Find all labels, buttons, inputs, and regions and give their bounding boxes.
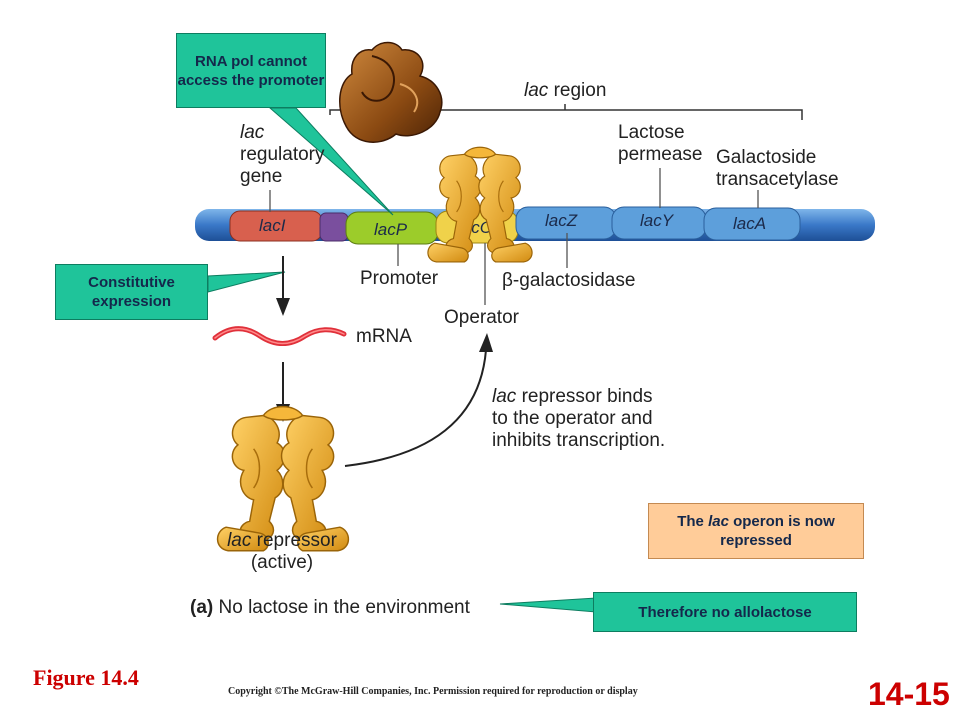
operator-label: Operator	[444, 307, 519, 328]
allolactose-pointer	[499, 597, 597, 613]
gene-label-lacz: lacZ	[545, 211, 578, 230]
bound-repressor	[427, 146, 533, 263]
active-repressor-label: lac repressor (active)	[227, 530, 337, 573]
lac-region-bracket	[329, 104, 803, 120]
rna-polymerase	[339, 41, 443, 143]
repressor-binds-text: lac repressor binds to the operator and …	[492, 386, 666, 451]
gene-label-lacp: lacP	[374, 220, 408, 239]
transcription-arrowhead	[276, 298, 290, 316]
mrna-strand	[212, 326, 347, 346]
gene-label-laci: lacI	[259, 216, 286, 235]
allolactose-callout: Therefore no allolactose	[593, 592, 857, 632]
beta-galactosidase-label: β-galactosidase	[502, 270, 636, 291]
lac-region-label: lac region	[524, 80, 607, 101]
copyright-text: Copyright ©The McGraw-Hill Companies, In…	[228, 686, 638, 697]
page-number: 14-15	[868, 676, 950, 712]
gene-laca	[703, 207, 801, 241]
binding-arrow	[344, 349, 487, 467]
binding-arrowhead	[479, 333, 493, 352]
constitutive-callout: Constitutive expression	[55, 264, 208, 320]
gene-label-lacy: lacY	[640, 211, 675, 230]
mrna-label: mRNA	[356, 326, 412, 347]
constitutive-pointer	[207, 271, 286, 293]
gene-spacer	[319, 212, 349, 242]
rna-pol-pointer	[268, 107, 394, 216]
gene-label-laca: lacA	[733, 214, 766, 233]
figure-label: Figure 14.4	[33, 665, 139, 690]
leader-lines	[269, 168, 759, 305]
rna-pol-callout: RNA pol cannot access the promoter	[176, 33, 326, 108]
repressed-callout: The lac operon is now repressed	[648, 503, 864, 559]
promoter-label: Promoter	[360, 268, 439, 289]
panel-caption: (a) No lactose in the environment	[190, 597, 470, 618]
